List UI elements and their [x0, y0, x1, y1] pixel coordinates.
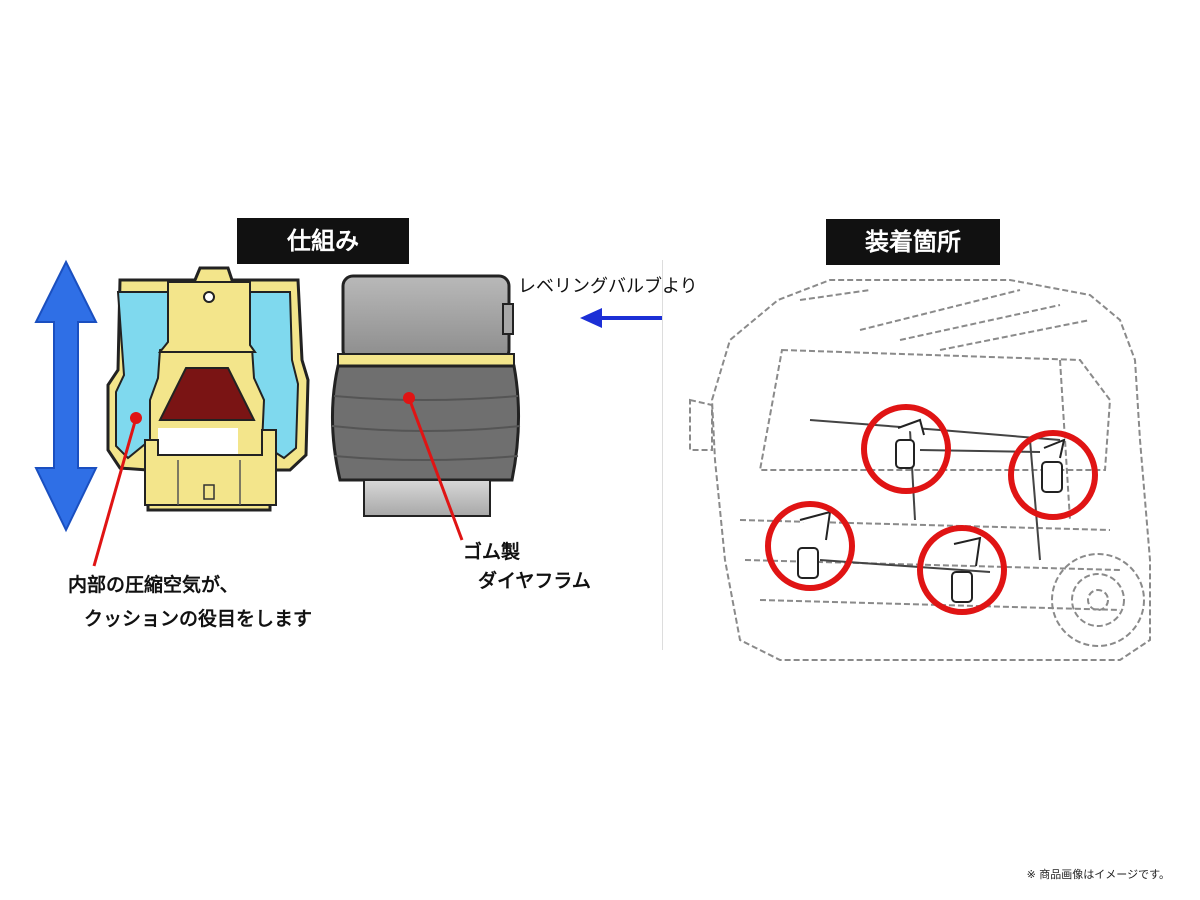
compressed-air-leader-line — [92, 412, 142, 567]
mount-marker-front-right — [1008, 430, 1098, 520]
panel-divider — [662, 260, 663, 650]
compressed-air-caption-line1: 内部の圧縮空気が、 — [68, 574, 239, 596]
mounted-air-springs — [797, 418, 1066, 603]
rubber-caption-line1: ゴム製 — [463, 541, 521, 563]
rubber-caption-line2: ダイヤフラム — [478, 570, 591, 592]
mounting-location-title: 装着箇所 — [826, 219, 1000, 265]
air-inlet-arrow-icon — [580, 308, 662, 328]
leveling-valve-label: レベリングバルブより — [518, 276, 698, 297]
air-spring-exterior — [330, 274, 521, 517]
rubber-diaphragm-leader-line — [407, 397, 464, 541]
mounting-location-markers — [765, 404, 1098, 615]
compression-direction-arrow-icon — [34, 259, 98, 533]
truck-outline — [689, 279, 1151, 661]
image-disclaimer: ※ 商品画像はイメージです。 — [1026, 868, 1170, 881]
compressed-air-caption-line2: クッションの役目をします — [84, 608, 313, 630]
mount-marker-rear-left — [765, 501, 855, 591]
mechanism-title: 仕組み — [237, 218, 409, 264]
mount-marker-front-left — [861, 404, 951, 494]
mount-marker-rear-right — [917, 525, 1007, 615]
